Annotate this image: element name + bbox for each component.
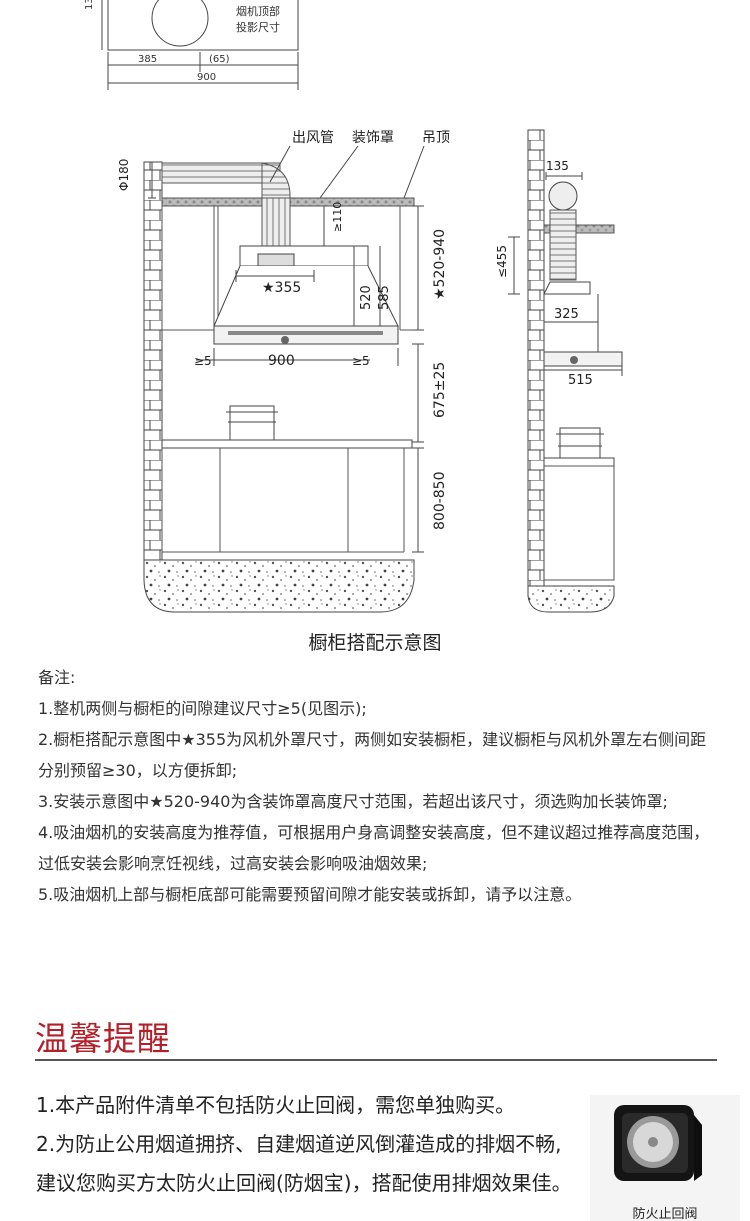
front-view: Φ180 ≥110 ★355 520 585 ★520-940 ≥5 900 ≥… xyxy=(117,130,450,613)
notes-heading: 备注: xyxy=(38,668,76,687)
side-brick-wall xyxy=(527,129,545,589)
front-brick-wall xyxy=(143,161,163,563)
top-view: 烟机顶部 投影尺寸 135 385 (65) 900 xyxy=(84,0,299,90)
side-duct-vertical xyxy=(549,209,577,281)
side-hood-body xyxy=(543,351,623,367)
front-dim-height: 675±25 xyxy=(432,362,448,418)
reminder-text: 1.本产品附件清单不包括防火止回阀，需您单独购买。 2.为防止公用烟道拥挤、自建… xyxy=(36,1086,576,1203)
front-dim-range: ★520-940 xyxy=(432,229,448,300)
top-view-note-2: 投影尺寸 xyxy=(236,20,280,34)
side-dim-325: 325 xyxy=(554,307,579,322)
front-dim-cover-width: ★355 xyxy=(262,280,301,296)
side-floor xyxy=(527,585,615,613)
side-pot xyxy=(559,427,601,459)
top-view-dim-side: 135 xyxy=(84,0,95,10)
top-view-note-1: 烟机顶部 xyxy=(236,4,280,18)
diagram-caption: 橱柜搭配示意图 xyxy=(308,632,442,654)
note-item-2: 2.橱柜搭配示意图中★355为风机外罩尺寸，两侧如安装橱柜，建议橱柜与风机外罩左… xyxy=(38,730,707,780)
side-dim-515: 515 xyxy=(568,373,593,388)
reminder-item-1: 1.本产品附件清单不包括防火止回阀，需您单独购买。 xyxy=(36,1093,516,1117)
top-view-outline xyxy=(107,0,299,51)
note-item-5: 5.吸油烟机上部与橱柜底部可能需要预留间隙才能安装或拆卸，请予以注意。 xyxy=(38,885,582,904)
front-dim-520: 520 xyxy=(359,285,374,310)
front-dim-gap-right: ≥5 xyxy=(352,354,370,368)
front-pot xyxy=(229,405,275,441)
product-label: 防火止回阀 xyxy=(632,1207,698,1221)
side-ceiling xyxy=(543,224,615,234)
fire-check-valve-image xyxy=(614,1105,702,1181)
top-view-duct-circle xyxy=(151,0,209,47)
front-counter xyxy=(161,439,413,449)
notes-section: 备注: 1.整机两侧与橱柜的间隙建议尺寸≥5(见图示); 2.橱柜搭配示意图中★… xyxy=(38,662,718,910)
front-dim-width: 900 xyxy=(268,353,295,369)
front-label-cover: 装饰罩 xyxy=(352,130,394,146)
front-dim-cabinet: 800-850 xyxy=(432,472,448,531)
front-floor xyxy=(143,559,415,613)
front-dim-585: 585 xyxy=(377,285,392,310)
front-dim-duct-dia: Φ180 xyxy=(117,159,131,191)
side-dim-455: ≤455 xyxy=(495,245,509,278)
reminder-divider xyxy=(35,1059,717,1061)
top-view-dim-mid: (65) xyxy=(209,54,230,65)
front-dim-gap-top: ≥110 xyxy=(331,202,344,232)
product-image-card: 防火止回阀 xyxy=(590,1095,740,1221)
top-view-dim-left: 385 xyxy=(138,54,157,65)
note-item-1: 1.整机两侧与橱柜的间隙建议尺寸≥5(见图示); xyxy=(38,699,367,718)
note-item-3: 3.安装示意图中★520-940为含装饰罩高度尺寸范围，若超出该尺寸，须选购加长… xyxy=(38,792,668,811)
reminder-title: 温馨提醒 xyxy=(35,1019,171,1058)
front-dim-gap-left: ≥5 xyxy=(194,354,212,368)
front-label-ceiling: 吊顶 xyxy=(422,130,450,146)
side-dim-135: 135 xyxy=(546,159,569,173)
note-item-4: 4.吸油烟机的安装高度为推荐值，可根据用户身高调整安装高度，但不建议超过推荐高度… xyxy=(38,823,710,873)
side-duct-circle xyxy=(548,181,578,211)
side-view: 135 ≤455 325 515 xyxy=(495,129,623,613)
top-view-dim-total: 900 xyxy=(197,72,216,83)
reminder-item-2: 2.为防止公用烟道拥挤、自建烟道逆风倒灌造成的排烟不畅,建议您购买方太防火止回阀… xyxy=(36,1132,572,1195)
side-counter xyxy=(543,457,615,467)
installation-drawings: 烟机顶部 投影尺寸 135 385 (65) 900 Φ180 ≥110 ★35… xyxy=(84,0,623,613)
front-label-duct: 出风管 xyxy=(292,130,334,146)
